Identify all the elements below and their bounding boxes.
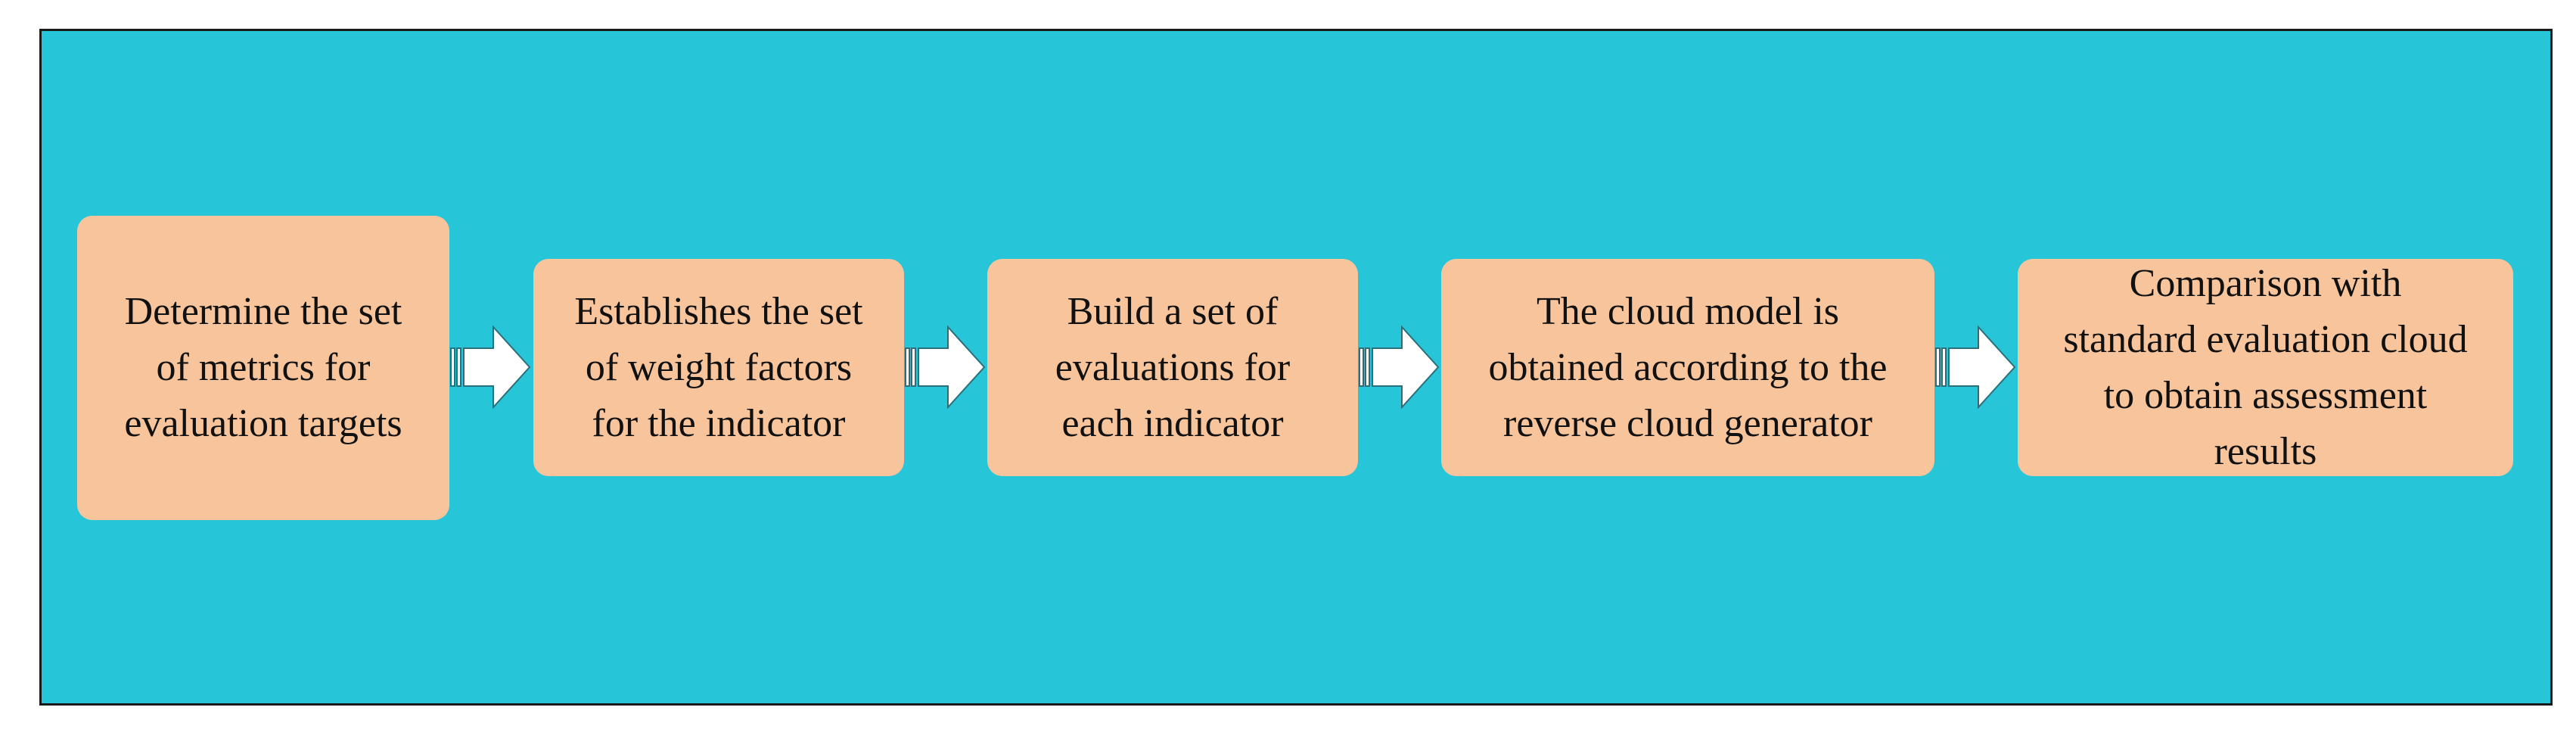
step-2-label: Establishes the set of weight factors fo… bbox=[574, 289, 863, 445]
arrow-3-icon bbox=[1358, 326, 1441, 409]
step-1-label: Determine the set of metrics for evaluat… bbox=[124, 290, 402, 445]
step-2-box: Establishes the set of weight factors fo… bbox=[533, 259, 904, 476]
step-4-label: The cloud model is obtained according to… bbox=[1488, 289, 1888, 445]
step-5-label: Comparison with standard evaluation clou… bbox=[2063, 261, 2468, 473]
step-1-box: Determine the set of metrics for evaluat… bbox=[77, 216, 449, 520]
arrow-2-icon bbox=[904, 326, 987, 409]
step-3-label: Build a set of evaluations for each indi… bbox=[1055, 289, 1291, 445]
arrow-4-icon bbox=[1934, 326, 2018, 409]
step-5-box: Comparison with standard evaluation clou… bbox=[2018, 259, 2513, 476]
arrow-1-icon bbox=[449, 326, 533, 409]
step-3-box: Build a set of evaluations for each indi… bbox=[987, 259, 1358, 476]
step-4-box: The cloud model is obtained according to… bbox=[1441, 259, 1934, 476]
